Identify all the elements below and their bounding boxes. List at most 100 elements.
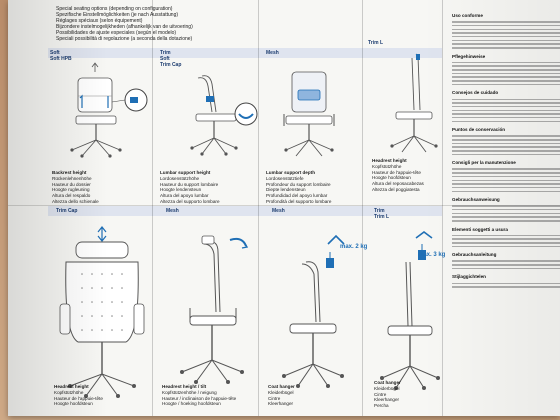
caption-line: Profundidad del apoyo lumbar <box>266 193 328 199</box>
chair-illustration-coat-hanger-trim <box>380 231 440 390</box>
caption-line: Hauteur du support lombaire <box>160 181 219 187</box>
caption-headrest-height-top: Headrest height Kopfstützhöhe Hauteur de… <box>372 158 424 193</box>
chair-illustration-coat-hanger-mesh <box>282 234 345 388</box>
fold-line <box>258 0 259 416</box>
caption-title: Coat hanger <box>268 384 295 389</box>
panel-label-line: Soft <box>50 50 60 56</box>
header-line: Speciali possibilità di regolazione (a s… <box>56 36 193 42</box>
panel-label-line: Soft HPB <box>50 56 72 62</box>
chair-illustration-lumbar-depth <box>283 71 335 157</box>
caption-line: Profondeur du support lombaire <box>266 181 331 187</box>
section-heading: Consigli per la manutenzione <box>452 160 516 166</box>
text-block <box>452 234 560 248</box>
text-block <box>452 168 560 193</box>
caption-line: Kleiderbügel <box>374 385 400 391</box>
fold-line <box>152 0 153 416</box>
section-heading: Gebrauchsanweisung <box>452 197 500 203</box>
chair-illustration-backrest <box>70 62 148 158</box>
instructions-text-column: Uso conforme Pflegehinweise Consejos de … <box>452 8 560 290</box>
chair-illustration-lumbar-height <box>190 75 258 156</box>
caption-line: Altura del apoyo lumbar <box>160 193 209 199</box>
panel-label-mesh: Mesh <box>266 50 279 56</box>
caption-title: Lumbar support depth <box>266 170 315 175</box>
caption-line: Percha <box>374 403 389 409</box>
section-heading: Puntos de conservación <box>452 127 506 133</box>
caption-line: Altura del respaldo <box>52 193 91 199</box>
header-line: Spezifische Einstellmöglichkeiten (je na… <box>56 12 179 18</box>
section-heading: Pflegehinweise <box>452 53 486 59</box>
chair-illustration-trim-l <box>390 53 438 153</box>
panel-label-line: Trim Cap <box>56 208 78 214</box>
text-block <box>452 135 560 156</box>
caption-lumbar-depth: Lumbar support depth Lordosenstütztiefe … <box>266 170 331 205</box>
caption-title: Backrest height <box>52 170 87 175</box>
header-line: Bijzondere instelmogelijkheden (afhankel… <box>56 24 193 30</box>
panel-label-line: Soft <box>160 56 170 62</box>
header-line: Possibilidades de ajuste especiales (seg… <box>56 30 177 36</box>
caption-line: Hoogte rugleuning <box>52 187 90 193</box>
panel-band-bottom <box>48 206 442 216</box>
caption-backrest-height: Backrest height Rückenlehnenhöhe Hauteur… <box>52 170 99 205</box>
caption-line: Diepte lendensteun <box>266 187 306 193</box>
caption-line: Profondità del supporto lombare <box>266 198 332 204</box>
header-line: Réglages spéciaux (selon équipement) <box>56 18 143 24</box>
section-heading: Stijlaggichtelen <box>452 274 486 280</box>
panel-label-line: Trim Cap <box>160 62 182 68</box>
text-block <box>452 282 560 288</box>
caption-line: Lordosenstützhöhe <box>160 175 200 181</box>
panel-label-mesh: Mesh <box>166 208 179 214</box>
caption-line: Altezza dello schienale <box>52 198 99 204</box>
caption-line: Kleerhanger <box>374 397 400 403</box>
caption-line: Cintre <box>374 391 387 397</box>
caption-line: Hoogte hoofdsteun <box>54 401 93 407</box>
caption-line: Kleerhanger <box>268 401 294 407</box>
panel-band-top <box>48 48 442 58</box>
text-block <box>452 98 560 123</box>
caption-line: Kopfstützhöhe <box>372 163 402 169</box>
caption-title: Headrest height / tilt <box>162 384 207 389</box>
panel-label-trim: Trim Soft Trim Cap <box>160 50 181 68</box>
caption-line: Hoogte lendensteun <box>160 187 202 193</box>
caption-headrest-tilt: Headrest height / tilt Kopfstützenhöhe /… <box>162 384 236 407</box>
max-weight-label: max. 2 kg <box>340 244 368 250</box>
max-weight-label: max. 3 kg <box>418 252 446 258</box>
caption-title: Lumbar support height <box>160 170 211 175</box>
panel-label-line: Trim L <box>368 40 384 46</box>
caption-line: Hauteur de l'appuie-tête <box>372 169 421 175</box>
fold-line-horizontal <box>8 205 560 206</box>
text-block <box>452 260 560 270</box>
header-line: Special seating options (depending on co… <box>56 6 173 12</box>
caption-line: Hoogte hoofdsteun <box>372 175 411 181</box>
panel-label-soft: Soft Soft HPB <box>50 50 72 62</box>
instruction-sheet: Special seating options (depending on co… <box>8 0 560 416</box>
caption-line: Kopfstützenhöhe / neigung <box>162 389 217 395</box>
chair-illustration-mesh-headrest <box>180 235 249 384</box>
panel-label-line: Mesh <box>272 208 285 214</box>
panel-label-line: Trim <box>374 208 385 214</box>
caption-headrest-height: Headrest height Kopfstützhöhe Hauteur de… <box>54 384 103 407</box>
caption-line: Hoogte / hoeking hoofdsteun <box>162 401 221 407</box>
caption-line: Altura del reposacabezas <box>372 181 424 187</box>
panel-label-trim-cap: Trim Cap <box>56 208 77 214</box>
fold-line <box>362 0 363 416</box>
section-heading: Uso conforme <box>452 13 483 18</box>
caption-line: Altezza del supporto lombare <box>160 198 220 204</box>
caption-line: Rückenlehnenhöhe <box>52 175 92 181</box>
section-heading: Gebrauchsanleitung <box>452 252 497 258</box>
caption-line: Hauteur de l'appuie-tête <box>54 395 103 401</box>
panel-label-trim: Trim Trim L <box>374 208 389 220</box>
caption-line: Hauteur / inclinaison de l'appuie-tête <box>162 395 237 401</box>
caption-lumbar-height: Lumbar support height Lordosenstützhöhe … <box>160 170 220 205</box>
panel-label-line: Trim <box>160 50 171 56</box>
caption-line: Lordosenstütztiefe <box>266 175 304 181</box>
panel-label-trim-l: Trim L <box>368 40 383 46</box>
sheet-header: Special seating options (depending on co… <box>56 6 193 42</box>
text-block <box>452 205 560 222</box>
section-heading: Consejos de cuidado <box>452 90 499 96</box>
section-heading: Elementi soggetti a usura <box>452 226 508 232</box>
caption-coat-hanger-1: Coat hanger Kleiderbügel Cintre Kleerhan… <box>268 384 295 407</box>
caption-line: Cintre <box>268 395 281 401</box>
caption-line: Kleiderbügel <box>268 389 294 395</box>
fold-line <box>442 0 443 416</box>
caption-line: Kopfstützhöhe <box>54 389 84 395</box>
